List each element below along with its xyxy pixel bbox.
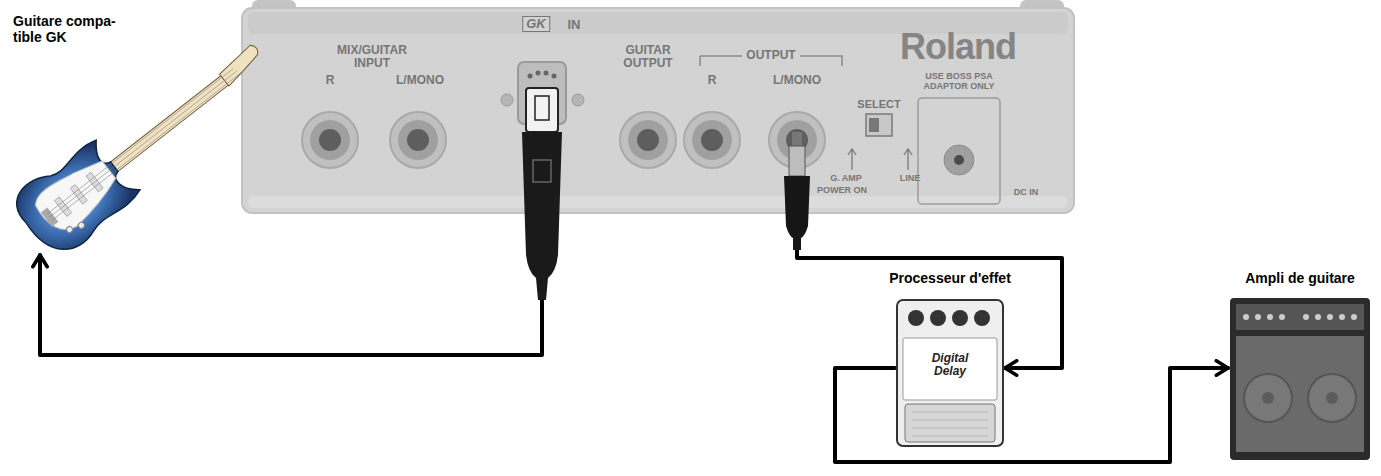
node-label: Ampli de guitare	[1245, 270, 1355, 286]
node-label: Guitare compa- tible GK	[13, 13, 131, 45]
panel-label: L/MONO	[773, 74, 821, 87]
pedal-model-label: Digital Delay	[915, 352, 985, 378]
panel-label: OUTPUT	[746, 49, 795, 62]
cable	[40, 215, 542, 355]
cable	[835, 368, 1228, 462]
guitar-drawing	[8, 22, 286, 264]
unit-panel	[242, 0, 1074, 213]
gk-plug	[522, 88, 562, 300]
node-label: Processeur d'effet	[889, 270, 1011, 286]
roland-unit: Roland	[240, 8, 1075, 215]
node-label: Roland	[900, 26, 1075, 67]
panel-label: LINE	[900, 174, 921, 184]
effect-pedal-drawing	[897, 300, 1003, 446]
panel-label: IN	[568, 18, 581, 32]
jack-plug	[784, 132, 810, 250]
panel-label: R	[326, 74, 335, 87]
guitar-amp: Ampli de guitare	[1228, 270, 1372, 465]
guitar-amp-drawing	[1230, 298, 1370, 460]
panel-label: MIX/GUITAR INPUT	[327, 44, 417, 70]
panel-label: GUITAR OUTPUT	[613, 44, 683, 70]
panel-label: DC IN	[1014, 188, 1039, 198]
panel-label: SELECT	[857, 98, 900, 110]
guitar-node: Guitare compa- tible GK	[5, 5, 250, 255]
panel-label: GK	[522, 16, 550, 32]
panel-label: POWER ON	[817, 186, 867, 196]
panel-label: G. AMP	[830, 174, 862, 184]
panel-label: R	[708, 74, 717, 87]
panel-label: USE BOSS PSA ADAPTOR ONLY	[914, 72, 1004, 92]
panel-label: L/MONO	[396, 74, 444, 87]
